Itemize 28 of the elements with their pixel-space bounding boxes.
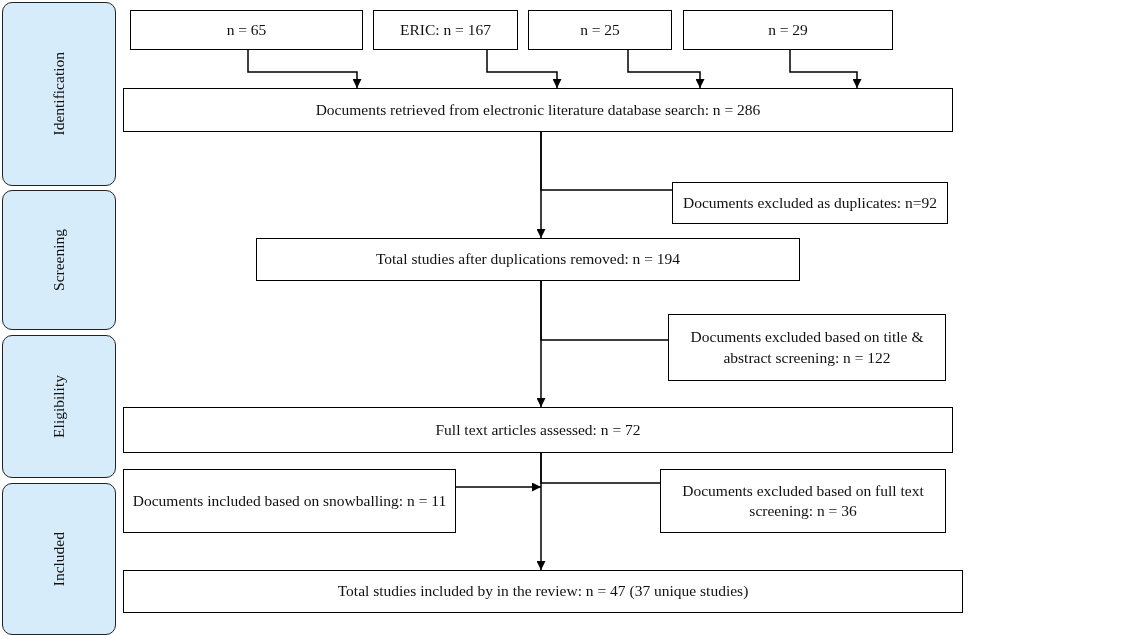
process-box: Documents included based on snowballing: n = 11 (123, 469, 456, 533)
connector-line (540, 452, 661, 484)
process-box: Documents excluded as duplicates: n=92 (672, 182, 948, 224)
arrow (247, 49, 362, 89)
process-box: Documents excluded based on title & abstract screening: n = 122 (668, 314, 946, 381)
arrow (789, 49, 862, 89)
phase-band (2, 190, 116, 330)
phase-label: Screening (48, 229, 68, 291)
process-box: n = 29 (683, 10, 893, 50)
phase-label: Included (48, 531, 68, 587)
process-box: Total studies included by in the review: n = 47 (37 unique studies) (123, 570, 963, 613)
phase-label: Identification (48, 52, 68, 136)
process-box: Total studies after duplications removed: n = 194 (256, 238, 800, 281)
process-box: Documents excluded based on full text screening: n = 36 (660, 469, 946, 533)
process-box: n = 65 (130, 10, 363, 50)
arrow (627, 49, 705, 89)
phase-band (2, 335, 116, 478)
process-box: Full text articles assessed: n = 72 (123, 407, 953, 453)
connector-line (540, 280, 669, 341)
phase-label: Eligibility (48, 375, 68, 438)
arrow (455, 482, 542, 492)
connector-line (540, 131, 673, 191)
arrow (486, 49, 562, 89)
phase-band (2, 2, 116, 186)
process-box: ERIC: n = 167 (373, 10, 518, 50)
process-box: n = 25 (528, 10, 672, 50)
process-box: Documents retrieved from electronic literature database search: n = 286 (123, 88, 953, 132)
phase-band (2, 483, 116, 635)
